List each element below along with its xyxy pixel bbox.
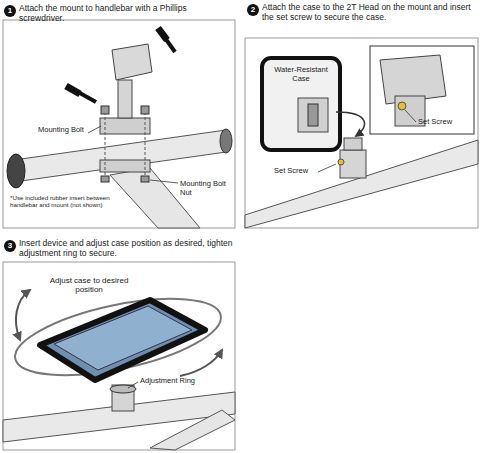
- step-number: 1: [4, 5, 16, 17]
- note: *Use included rubber insert between hand…: [10, 194, 122, 208]
- step-number: 3: [4, 240, 16, 252]
- part-label: Set Screw: [274, 167, 320, 176]
- step-instruction: Attach the case to the 2T Head on the mo…: [262, 3, 476, 23]
- part-label: Water-Resistant Case: [272, 66, 330, 83]
- step-instruction: Insert device and adjust case position a…: [19, 239, 233, 259]
- part-label: Mounting Bolt Nut: [180, 180, 232, 197]
- part-label: Set Screw: [418, 118, 472, 127]
- callout-text: Adjust case to desired position: [44, 276, 134, 294]
- part-label: Mounting Bolt: [38, 126, 88, 135]
- step-instruction: Attach the mount to handlebar with a Phi…: [19, 4, 233, 24]
- step-number: 2: [247, 4, 259, 16]
- part-label: Adjustment Ring: [140, 377, 220, 386]
